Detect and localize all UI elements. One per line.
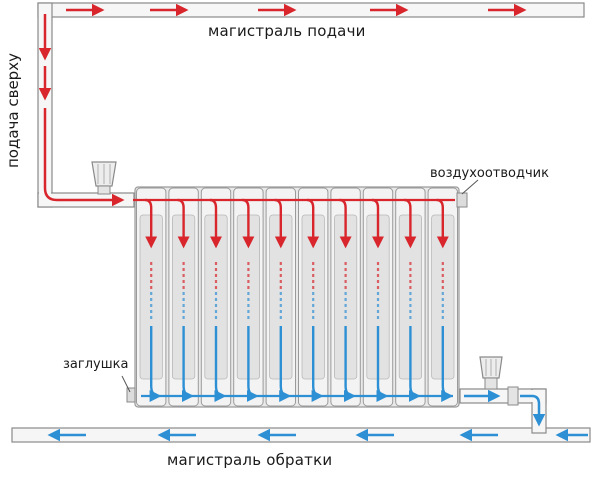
return-valve-icon (479, 356, 519, 406)
section-hot-flow-arrow (177, 198, 190, 249)
return-main-pipe (11, 427, 591, 443)
plug-label: заглушка (63, 357, 129, 372)
section-hot-flow-arrow (145, 198, 158, 249)
supply-main-label: магистраль подачи (208, 22, 366, 40)
riser-flow-arrow (43, 187, 125, 207)
section-cold-flow-arrow (246, 326, 259, 402)
return-outlet-flow-arrow (520, 394, 546, 427)
section-hot-flow-arrow (242, 198, 255, 249)
section-cold-flow-arrow (408, 326, 421, 402)
section-cold-flow-arrow (181, 326, 194, 402)
section-hot-flow-arrow (307, 198, 320, 249)
air-vent-icon (456, 192, 468, 208)
section-hot-flow-arrow (404, 198, 417, 249)
section-cold-flow-arrow (214, 326, 227, 402)
section-hot-flow-arrow (274, 198, 287, 249)
plug-icon (126, 387, 136, 403)
section-hot-flow-arrow (339, 198, 352, 249)
section-cold-flow-arrow (311, 326, 324, 402)
supply-valve-icon (91, 161, 117, 195)
section-hot-flow-arrow (371, 198, 384, 249)
section-cold-flow-arrow (343, 326, 356, 402)
flow-arrows (38, 3, 588, 442)
section-hot-flow-arrow (436, 198, 449, 249)
return-main-label: магистраль обратки (167, 451, 333, 469)
section-hot-flow-arrow (209, 198, 222, 249)
plug-leader-line (121, 375, 131, 393)
section-cold-flow-arrow (149, 326, 162, 402)
section-cold-flow-arrow (376, 326, 389, 402)
section-cold-flow-arrow (279, 326, 292, 402)
radiator (133, 186, 460, 408)
section-cold-flow-arrow (441, 326, 454, 402)
top-feed-label: подача сверху (4, 53, 22, 168)
air-vent-label: воздухоотводчик (430, 166, 549, 181)
air-vent-leader-line (461, 179, 479, 195)
